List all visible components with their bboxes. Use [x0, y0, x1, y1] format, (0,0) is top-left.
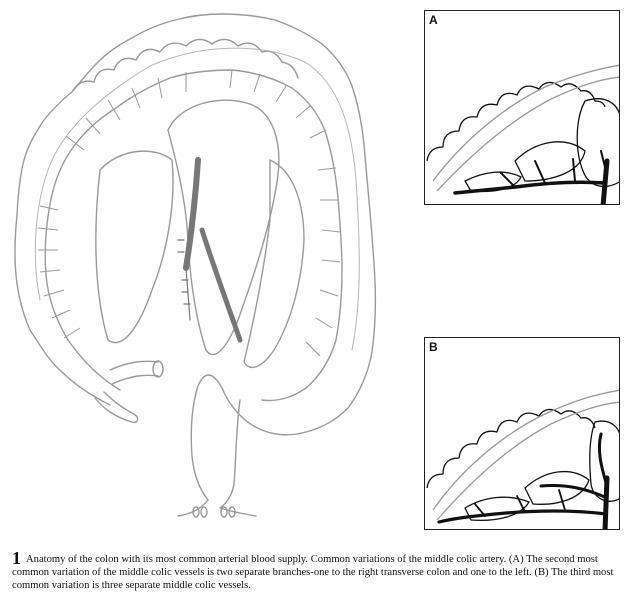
colon-anatomy-illustration: [14, 13, 377, 518]
middle-colic-artery: [183, 157, 201, 271]
colon-outer-contour: [14, 13, 377, 436]
mesentery-center: [167, 99, 280, 356]
panel-b: B: [424, 337, 620, 530]
mesentery-right: [243, 159, 305, 369]
panel-a: A: [424, 10, 620, 205]
panel-a-label: A: [429, 13, 438, 27]
rectum: [177, 399, 257, 517]
terminal-ileum: [109, 360, 159, 385]
panel-a-illustration: [426, 64, 619, 204]
panel-b-illustration: [426, 389, 619, 529]
panel-a-branch-left: [453, 180, 607, 195]
panel-b-branch-2: [539, 484, 609, 500]
panel-b-branch-3: [597, 432, 609, 488]
panel-b-branch-1: [437, 509, 608, 524]
appendix: [94, 391, 139, 424]
figure-number: 1: [12, 548, 21, 568]
inferior-mesenteric-artery: [199, 227, 243, 343]
sigmoid-colon: [190, 374, 263, 501]
mesentery-left: [95, 150, 174, 344]
panel-b-label: B: [429, 340, 438, 354]
haustra-top: [71, 38, 299, 93]
caption-text: Anatomy of the colon with its most commo…: [12, 554, 614, 591]
